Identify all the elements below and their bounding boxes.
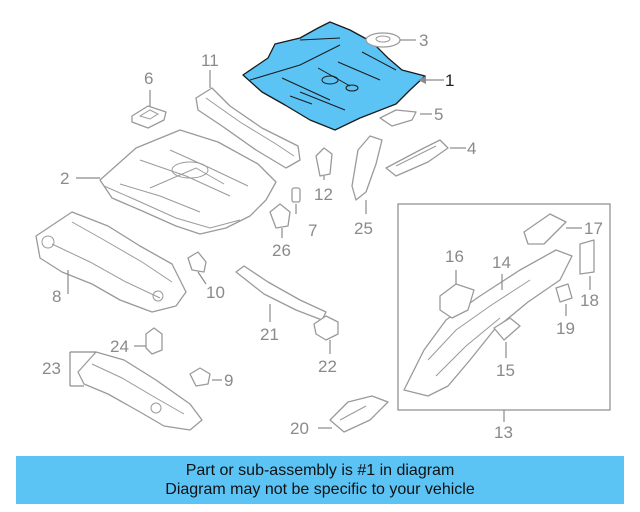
callout-15: 15 [496,361,515,380]
part-15-bracket[interactable] [493,317,521,341]
callout-21: 21 [260,325,279,344]
part-22-bracket[interactable] [313,315,339,341]
callout-20: 20 [290,419,309,438]
part-23-sill-assembly[interactable] [77,351,203,431]
banner-line-1: Part or sub-assembly is #1 in diagram [185,462,455,479]
part-3-grommet[interactable] [365,32,401,48]
part-6-plug[interactable] [131,105,167,129]
callout-16: 16 [445,247,464,266]
callout-23: 23 [42,359,61,378]
part-8-floor-crossmember[interactable] [35,211,187,313]
callout-26: 26 [272,241,291,260]
banner-line-2: Diagram may not be specific to your vehi… [165,481,475,498]
part-1-rear-floor-pan[interactable] [242,21,426,131]
part-24-bracket[interactable] [145,327,163,355]
callout-25: 25 [354,219,373,238]
info-banner: Part or sub-assembly is #1 in diagram Di… [16,456,624,504]
callout-10: 10 [206,283,225,302]
part-11-crossmember[interactable] [195,87,301,169]
part-7-clip[interactable] [291,187,301,203]
callout-9: 9 [224,371,233,390]
part-17-reinforcement[interactable] [523,213,567,245]
part-21-floor-rail[interactable] [235,265,327,321]
callout-24: 24 [110,337,129,356]
part-18-bracket[interactable] [579,239,595,275]
part-14-side-member[interactable] [403,249,573,397]
part-2-floor-pan[interactable] [99,129,277,235]
callout-18: 18 [580,291,599,310]
callout-5: 5 [434,105,443,124]
part-19-bracket[interactable] [555,283,573,303]
part-26-bracket[interactable] [269,203,291,229]
callout-19: 19 [556,319,575,338]
part-20-extension[interactable] [329,395,389,433]
callout-12: 12 [314,185,333,204]
callout-lines [67,39,591,429]
callout-8: 8 [52,287,61,306]
callout-7: 7 [308,221,317,240]
callout-17: 17 [584,219,603,238]
part-9-bracket[interactable] [189,367,211,387]
callout-6: 6 [144,69,153,88]
part-4-reinforcement[interactable] [385,139,449,177]
callout-13: 13 [494,423,513,442]
callout-11: 11 [201,51,219,70]
callout-numbers: 1 2 3 4 5 6 7 8 9 10 11 12 13 14 15 16 1… [42,31,603,442]
callout-2: 2 [60,169,69,188]
part-25-pillar[interactable] [351,135,383,201]
part-5-bracket[interactable] [379,109,417,127]
callout-22: 22 [318,357,337,376]
callout-4: 4 [467,139,476,158]
part-12-bracket[interactable] [315,147,333,177]
part-10-bracket[interactable] [187,251,207,273]
callout-3: 3 [419,31,428,50]
callout-14: 14 [492,253,511,272]
parts-diagram: 1 2 3 4 5 6 7 8 9 10 11 12 13 14 15 16 1… [35,21,611,442]
callout-1: 1 [445,71,454,90]
